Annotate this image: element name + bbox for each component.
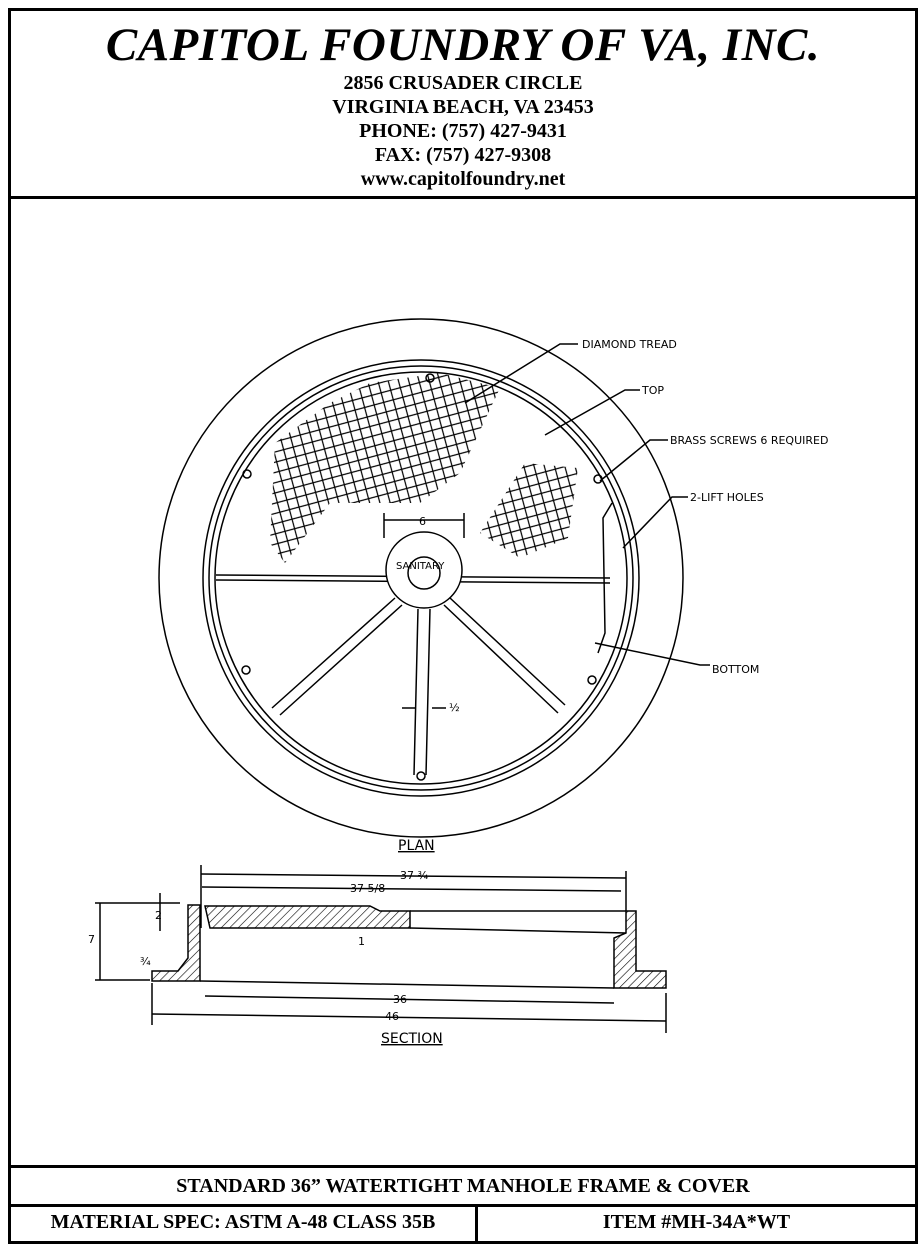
label-sanitary: SANITARY [396,561,445,572]
label-bottom: BOTTOM [712,663,759,676]
label-top: TOP [641,384,664,397]
technical-drawing: DIAMOND TREAD TOP BRASS SCREWS 6 REQUIRE… [11,199,915,1165]
section-view [95,865,667,1033]
dim-half: ½ [449,701,460,714]
dim-1: 1 [358,935,365,948]
address-line-1: 2856 CRUSADER CIRCLE [343,72,583,94]
label-brass-screws: BRASS SCREWS 6 REQUIRED [670,434,828,447]
dim-37-5-8: 37 5/8 [350,882,385,895]
spec-row: MATERIAL SPEC: ASTM A-48 CLASS 35B ITEM … [11,1204,915,1241]
plan-title: PLAN [398,838,435,854]
diamond-tread-patch [480,463,578,558]
material-spec: MATERIAL SPEC: ASTM A-48 CLASS 35B [11,1204,478,1241]
document-frame: CAPITOL FOUNDRY OF VA, INC. 2856 CRUSADE… [8,8,918,1244]
fax: FAX: (757) 427-9308 [374,144,552,166]
dim-2: 2 [155,909,162,922]
label-diamond-tread: DIAMOND TREAD [582,338,677,351]
label-lift-holes: 2-LIFT HOLES [690,491,764,504]
dim-46: 46 [385,1010,399,1023]
drawing-svg: DIAMOND TREAD TOP BRASS SCREWS 6 REQUIRE… [88,318,828,1047]
header: CAPITOL FOUNDRY OF VA, INC. 2856 CRUSADE… [11,11,915,199]
company-name: CAPITOL FOUNDRY OF VA, INC. [105,19,821,71]
item-number: ITEM #MH-34A*WT [602,1211,791,1233]
address-line-2: VIRGINIA BEACH, VA 23453 [332,96,594,118]
dim-6: 6 [419,515,426,528]
section-title: SECTION [381,1031,443,1047]
diamond-tread-patch [270,373,500,563]
dim-37-3-4: 37 ¾ [400,869,428,882]
dim-3-4: ¾ [140,955,151,968]
dim-7: 7 [88,933,95,946]
dim-36: 36 [393,993,407,1006]
product-title: STANDARD 36” WATERTIGHT MANHOLE FRAME & … [11,1165,915,1207]
plan-view [158,318,710,838]
website: www.capitolfoundry.net [360,168,566,190]
phone: PHONE: (757) 427-9431 [359,120,567,142]
